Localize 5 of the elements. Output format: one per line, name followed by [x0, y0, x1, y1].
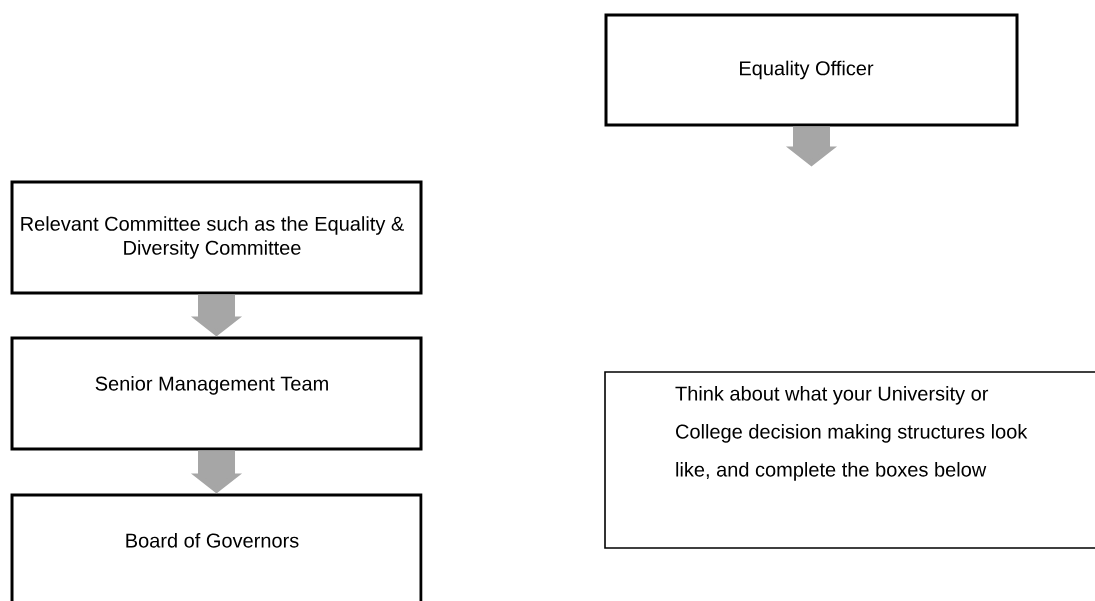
- process-box: Senior Management Team: [10, 336, 423, 451]
- note-box: Think about what your University or College decision making structures look like, and complete the boxes below: [604, 371, 1095, 549]
- process-box: Relevant Committee such as the Equality & Diversity Committee: [10, 180, 423, 295]
- process-box: Board of Governors: [10, 493, 423, 601]
- process-box: Equality Officer: [604, 13, 1019, 127]
